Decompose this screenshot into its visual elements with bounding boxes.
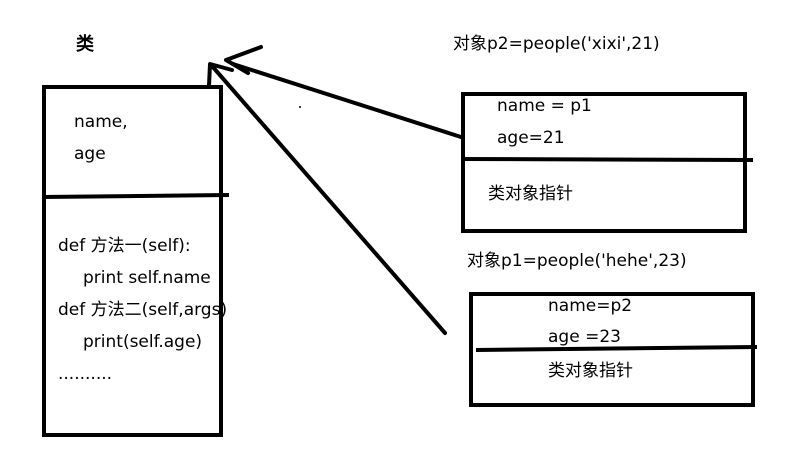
class-attribute-name: name,: [74, 112, 128, 132]
object-p1-pointer-label: 类对象指针: [548, 361, 633, 381]
class-title: 类: [76, 34, 94, 55]
object-p2-field-name: name = p1: [497, 96, 592, 116]
arrow-head-p2: [224, 45, 263, 75]
class-method-ellipsis: ..........: [58, 364, 113, 384]
object-p1-field-age: age =23: [548, 327, 621, 347]
object-p2-caption: 对象p2=people('xixi',21): [453, 34, 660, 54]
class-method-line: print self.name: [83, 268, 211, 288]
object-p1-field-name: name=p2: [548, 296, 633, 316]
object-p2-divider: [460, 157, 754, 162]
object-p1-divider: [475, 345, 758, 352]
object-p1-caption: 对象p1=people('hehe',23): [467, 251, 687, 271]
class-attribute-age: age: [74, 144, 106, 164]
object-p2-pointer-label: 类对象指针: [488, 184, 573, 204]
object-p2-box: [461, 92, 747, 233]
stray-dot: [299, 106, 301, 108]
class-method-line: def 方法二(self,args): [58, 300, 228, 320]
arrow-p2-to-class: [231, 62, 463, 139]
class-method-line: def 方法一(self):: [58, 236, 191, 256]
arrow-p1-to-class: [210, 64, 447, 335]
arrow-head-p1: [207, 62, 234, 88]
object-p2-field-age: age=21: [497, 128, 565, 148]
class-box: [42, 85, 223, 437]
object-p1-box: [469, 292, 755, 407]
class-method-line: print(self.age): [83, 332, 203, 352]
class-divider: [41, 193, 230, 199]
